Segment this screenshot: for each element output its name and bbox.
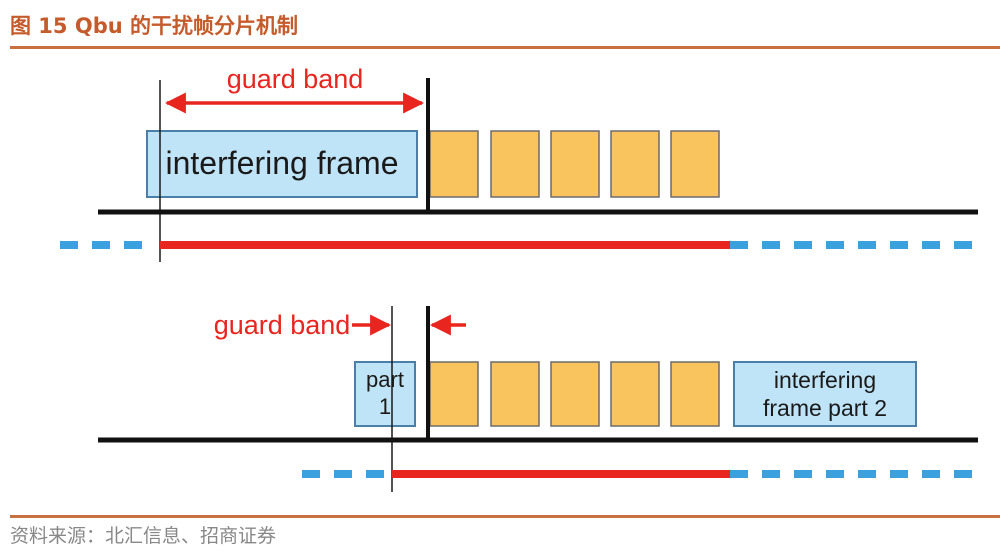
bottom-queued-frame (490, 361, 540, 427)
bottom-queued-frame (550, 361, 600, 427)
bottom-queued-frames (429, 361, 720, 427)
page-title: 图 15 Qbu 的干扰帧分片机制 (10, 14, 298, 38)
top-interfering-frame (146, 130, 418, 198)
top-queued-frame (550, 130, 600, 198)
top-queued-frame (429, 130, 479, 198)
bottom-queued-frame (670, 361, 720, 427)
title-divider (10, 46, 1000, 49)
bottom-part2-label-line1: interfering (774, 367, 876, 393)
bottom-part2-frame (733, 361, 917, 427)
top-queued-frame (490, 130, 540, 198)
top-scenario: guard band interfering frame (60, 64, 980, 262)
bottom-queued-frame (610, 361, 660, 427)
top-guard-band-label: guard band (227, 64, 364, 94)
bottom-part1-frame (354, 361, 416, 427)
bottom-part1-label-line2: 1 (379, 394, 391, 419)
top-interfering-frame-label: interfering frame (166, 145, 399, 181)
bottom-queued-frame (429, 361, 479, 427)
top-queued-frame (610, 130, 660, 198)
top-queued-frame (670, 130, 720, 198)
bottom-scenario: guard band part 1 interfering frame part… (98, 306, 980, 492)
source-note: 资料来源：北汇信息、招商证券 (10, 525, 277, 547)
bottom-guard-band-label: guard band (214, 310, 351, 340)
bottom-part1-label-line1: part (366, 367, 404, 392)
footer-divider (10, 515, 1000, 518)
top-queued-frames (429, 130, 720, 198)
bottom-part2-label-line2: frame part 2 (763, 395, 887, 421)
